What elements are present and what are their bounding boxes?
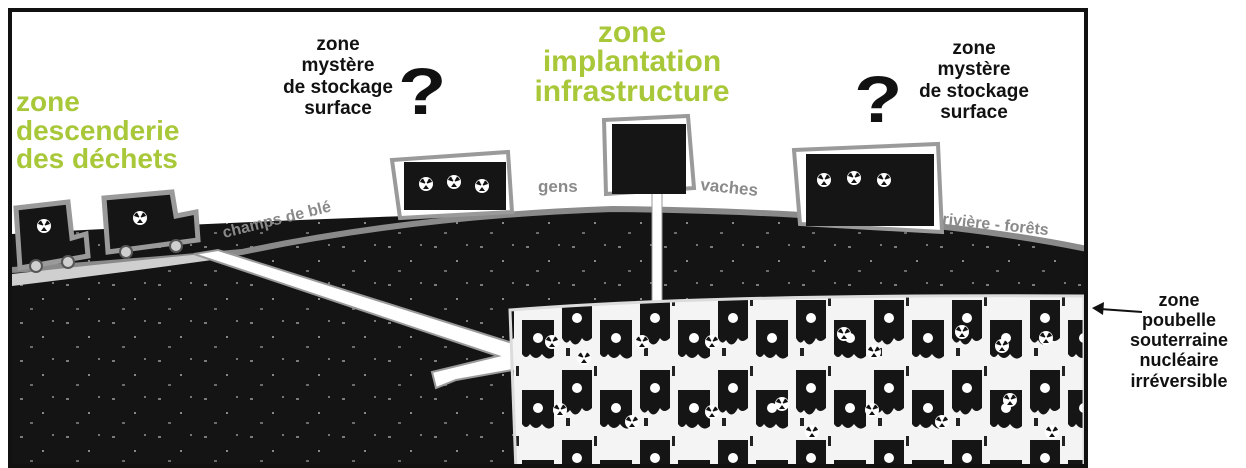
truck-icon bbox=[101, 189, 201, 259]
zone-poubelle-label: zone poubelle souterraine nucléaire irré… bbox=[1129, 290, 1229, 391]
surface-storage-right bbox=[791, 141, 945, 235]
question-mark-icon: ? bbox=[397, 54, 447, 128]
question-mark-icon: ? bbox=[853, 62, 903, 136]
zone-mystere-right-label: zone mystère de stockage surface bbox=[919, 38, 1029, 123]
illustration-frame: champs de blé gens vaches rivière - forê… bbox=[8, 8, 1088, 468]
zone-implantation-label: zone implantation infrastructure bbox=[534, 16, 730, 108]
cross-section-drawing: champs de blé gens vaches rivière - forê… bbox=[12, 113, 1084, 464]
zone-descenderie-label: zone descenderie des déchets bbox=[16, 86, 180, 175]
infrastructure-building bbox=[601, 113, 697, 197]
surface-storage-left bbox=[389, 149, 515, 221]
vaches-label: vaches bbox=[700, 175, 759, 200]
gens-label: gens bbox=[538, 177, 578, 196]
zone-mystere-left-label: zone mystère de stockage surface bbox=[283, 34, 393, 119]
truck-icon bbox=[13, 199, 91, 273]
